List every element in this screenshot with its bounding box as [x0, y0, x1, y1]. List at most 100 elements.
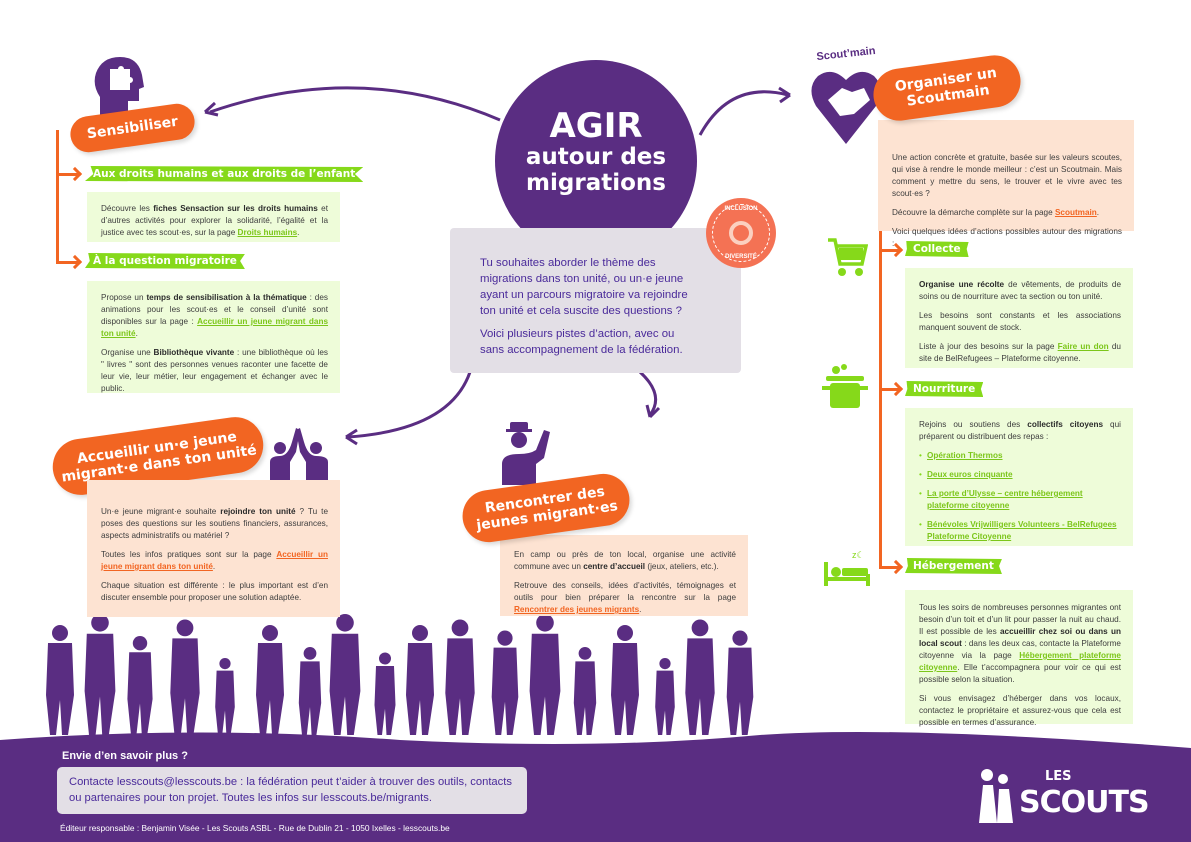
link[interactable]: Rencontrer des jeunes migrants [514, 605, 640, 614]
bold-text: Bibliothèque vivante [153, 348, 235, 357]
scoutmain-logo: Scout’main [808, 45, 884, 148]
arrow-to-sensibiliser [209, 86, 501, 122]
bold-text: temps de sensibilisation à la thématique [146, 293, 307, 302]
rencontrer-box: En camp ou près de ton local, organise u… [500, 535, 748, 616]
intro-text-2: Voici plusieurs pistes d’action, avec ou… [480, 328, 683, 356]
paragraph: Retrouve des conseils, idées d’activités… [514, 580, 736, 616]
text: Retrouve des conseils, idées d’activités… [514, 581, 736, 602]
center-title-line3: migrations [526, 170, 666, 196]
logo-scouts: SCOUTS [1019, 785, 1150, 820]
bold-text: collectifs citoyens [1027, 420, 1104, 429]
text: Organise une [101, 348, 154, 357]
paragraph: Tous les soirs de nombreuses personnes m… [919, 602, 1121, 686]
arrow-right-icon [879, 249, 899, 252]
link[interactable]: Bénévoles Vrijwilligers Volunteers - Bel… [927, 520, 1117, 541]
paragraph: Organise une récolte de vêtements, de pr… [919, 279, 1121, 303]
text: Chaque situation est différente : le plu… [101, 581, 328, 602]
paragraph: En camp ou près de ton local, organise u… [514, 549, 736, 573]
badge-bottom-text: DIVERSITÉ [725, 254, 757, 260]
text: ? Tu te poses des questions sur les sout… [101, 507, 329, 540]
link[interactable]: lesscouts.be/migrants [320, 792, 429, 804]
center-title-line1: AGIR [549, 106, 643, 146]
text: Rejoins ou soutiens des [919, 420, 1028, 429]
text: . [639, 605, 642, 614]
tag-collecte: Collecte [905, 241, 969, 257]
arrow-right-icon [56, 173, 78, 176]
paragraph: Rejoins ou soutiens des collectifs citoy… [919, 419, 1121, 443]
arrow-right-icon [56, 261, 78, 264]
bold-text: fiches Sensaction sur les droits humains [153, 204, 318, 213]
text: : une bibliothèque où les " livres " son… [101, 348, 328, 393]
link[interactable]: Faire un don [1057, 342, 1109, 351]
people-circle-icon [729, 221, 753, 245]
paragraph: Les besoins sont constants et les associ… [919, 310, 1121, 334]
svg-text:z☾: z☾ [852, 550, 865, 560]
bold-text: centre d’accueil [583, 562, 646, 571]
paragraph: Opération Thermos [919, 450, 1121, 462]
text: du site de BelRefugees – Plateforme cito… [919, 342, 1121, 363]
contact-box: Contacte lesscouts@lesscouts.be : la féd… [57, 767, 527, 814]
bold-text: Organise une récolte [919, 280, 1005, 289]
tag-droits-humains: Aux droits humains et aux droits de l’en… [85, 166, 364, 182]
link[interactable]: Opération Thermos [927, 451, 1003, 460]
tag-nourriture: Nourriture [905, 381, 984, 397]
text: Un·e jeune migrant·e souhaite [101, 507, 221, 516]
text: Contacte [69, 776, 117, 788]
handshake-heart-icon [811, 71, 881, 144]
link[interactable]: lesscouts@lesscouts.be [116, 776, 238, 788]
intro-box: Tu souhaites aborder le thème des migrat… [450, 228, 741, 373]
accueillir-box: Un·e jeune migrant·e souhaite rejoindre … [87, 480, 340, 617]
text: . [135, 329, 138, 338]
high-five-icon [270, 428, 328, 480]
paragraph: Contacte lesscouts@lesscouts.be : la féd… [69, 774, 515, 806]
badge-top-text: INCLUSION [724, 206, 758, 212]
arrow-to-rencontrer [638, 370, 658, 416]
bed-icon: z☾ [824, 550, 870, 586]
paragraph: Liste à jour des besoins sur la page Fai… [919, 341, 1121, 365]
link[interactable]: Accueillir un jeune migrant dans ton uni… [101, 317, 329, 338]
les-scouts-logo: LES SCOUTS [975, 765, 1150, 827]
text: . [297, 228, 300, 237]
inclusion-diversite-badge: INCLUSION DIVERSITÉ [706, 198, 776, 268]
intro-text: Tu souhaites aborder le thème des migrat… [480, 257, 688, 317]
paragraph: Un·e jeune migrant·e souhaite rejoindre … [101, 506, 328, 542]
text: Découvre les [101, 204, 154, 213]
text: de vêtements, de produits de soins ou de… [919, 280, 1121, 301]
logo-les: LES [1045, 769, 1072, 784]
publisher-line: Éditeur responsable : Benjamin Visée - L… [60, 823, 450, 833]
link[interactable]: Droits humains [237, 228, 298, 237]
footer-heading: Envie d’en savoir plus ? [62, 750, 188, 762]
text: et d’autres activités pour explorer la s… [101, 204, 329, 237]
paragraph: La porte d’Ulysse – centre hébergement p… [919, 488, 1121, 512]
nourriture-box: Rejoins ou soutiens des collectifs citoy… [905, 408, 1133, 546]
text: : dans les deux cas, contacte la Platefo… [919, 639, 1121, 660]
collecte-box: Organise une récolte de vêtements, de pr… [905, 268, 1133, 368]
tag-hebergement: Hébergement [905, 558, 1002, 574]
arrow-right-icon [879, 566, 899, 569]
arrow-right-icon [879, 388, 899, 391]
cooking-pot-icon [822, 364, 868, 408]
droits-humains-box: Découvre les fiches Sensaction sur les d… [87, 192, 340, 242]
text: Liste à jour des besoins sur la page [919, 342, 1058, 351]
head-puzzle-icon [94, 57, 144, 115]
text: Propose un [101, 293, 147, 302]
text: En camp ou près de ton local, organise u… [514, 550, 736, 571]
shopping-cart-icon [828, 238, 868, 276]
branch-line [56, 130, 59, 263]
branch-line [879, 231, 882, 568]
text: . [212, 562, 216, 571]
text: Toutes les infos pratiques sont sur la p… [101, 550, 277, 559]
nourriture-links: Opération ThermosDeux euros cinquante La … [919, 450, 1121, 543]
link[interactable]: La porte d’Ulysse – centre hébergement p… [927, 489, 1083, 510]
center-title-line2: autour des [525, 144, 667, 170]
paragraph: Organise une Bibliothèque vivante : une … [101, 347, 328, 395]
link[interactable]: Accueillir un jeune migrant dans ton uni… [101, 550, 328, 571]
link[interactable]: Deux euros cinquante [927, 470, 1013, 479]
text: . [428, 792, 432, 804]
hebergement-box: Tous les soirs de nombreuses personnes m… [905, 590, 1133, 727]
paragraph: Découvre les fiches Sensaction sur les d… [101, 203, 328, 239]
nourriture-intro: Rejoins ou soutiens des collectifs citoy… [919, 419, 1121, 443]
link[interactable]: Hébergement plateforme citoyenne [919, 651, 1121, 672]
text: Les besoins sont constants et les associ… [919, 311, 1121, 332]
